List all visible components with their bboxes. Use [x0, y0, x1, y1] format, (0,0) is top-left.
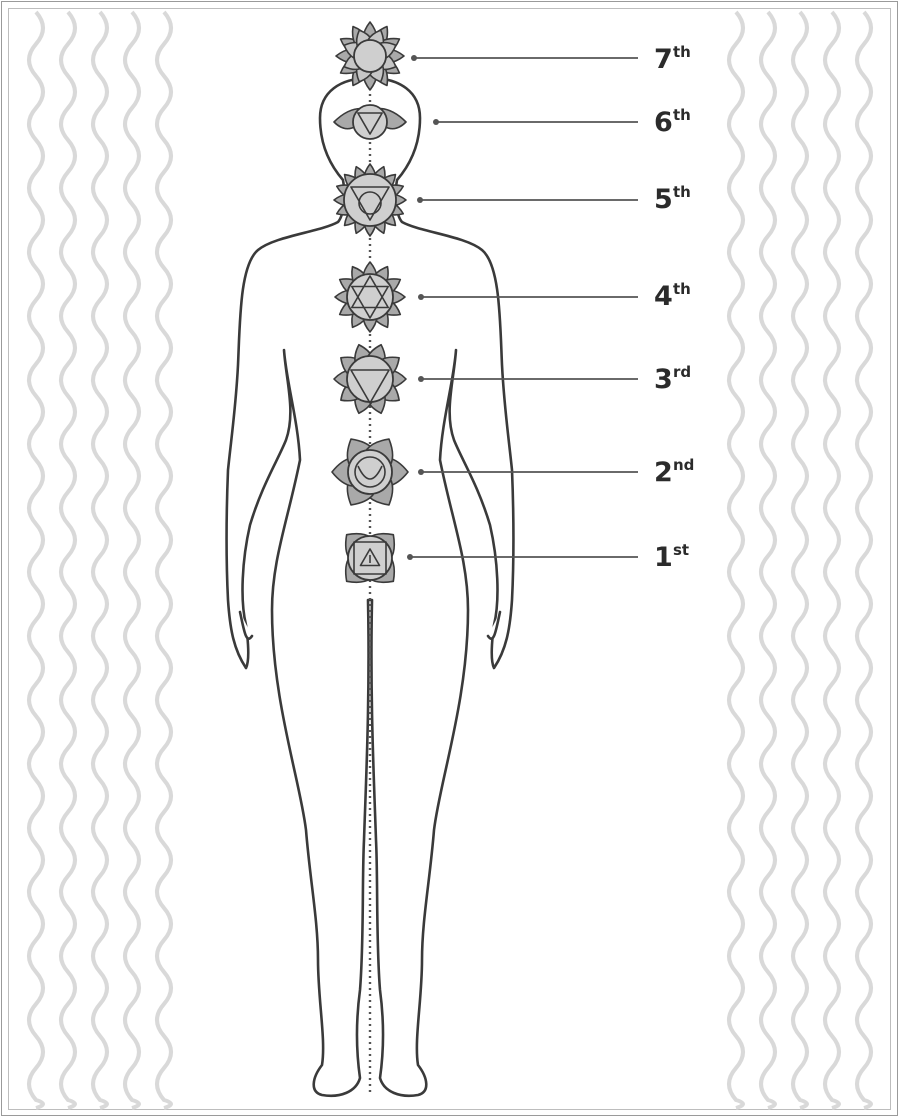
- wave-line: [793, 12, 807, 1108]
- heart-ordinal-label: 4: [654, 281, 673, 312]
- wave-line: [93, 12, 107, 1108]
- crown-leader-dot: [411, 55, 417, 61]
- root-ordinal-label: 1: [654, 542, 673, 573]
- solar-plexus-leader-dot: [418, 376, 424, 382]
- throat-chakra-symbol: [334, 164, 406, 236]
- wave-line: [761, 12, 775, 1108]
- left-wave-pattern: [29, 12, 171, 1108]
- root-chakra-symbol: [346, 534, 395, 583]
- sacral-ordinal-label: 2: [654, 457, 673, 488]
- sacral-leader-dot: [418, 469, 424, 475]
- throat-leader-dot: [417, 197, 423, 203]
- wave-line: [729, 12, 743, 1108]
- solar-plexus-ordinal-suffix: rd: [673, 363, 691, 381]
- sacral-ordinal-suffix: nd: [673, 456, 694, 474]
- right-wave-pattern: [729, 12, 871, 1108]
- wave-line: [125, 12, 139, 1108]
- wave-line: [61, 12, 75, 1108]
- throat-ordinal-suffix: th: [673, 183, 691, 201]
- third-eye-ordinal-suffix: th: [673, 106, 691, 124]
- wave-line: [825, 12, 839, 1108]
- wave-line: [857, 12, 871, 1108]
- wave-line: [29, 12, 43, 1108]
- heart-leader-dot: [418, 294, 424, 300]
- root-ordinal-suffix: st: [673, 541, 689, 559]
- wave-line: [157, 12, 171, 1108]
- crown-ordinal-label: 7: [654, 44, 673, 75]
- crown-chakra-symbol: [336, 22, 404, 90]
- third-eye-leader-dot: [433, 119, 439, 125]
- crown-ordinal-suffix: th: [673, 43, 691, 61]
- throat-ordinal-label: 5: [654, 184, 673, 215]
- heart-ordinal-suffix: th: [673, 280, 691, 298]
- root-leader-dot: [407, 554, 413, 560]
- solar-plexus-ordinal-label: 3: [654, 364, 673, 395]
- third-eye-ordinal-label: 6: [654, 107, 673, 138]
